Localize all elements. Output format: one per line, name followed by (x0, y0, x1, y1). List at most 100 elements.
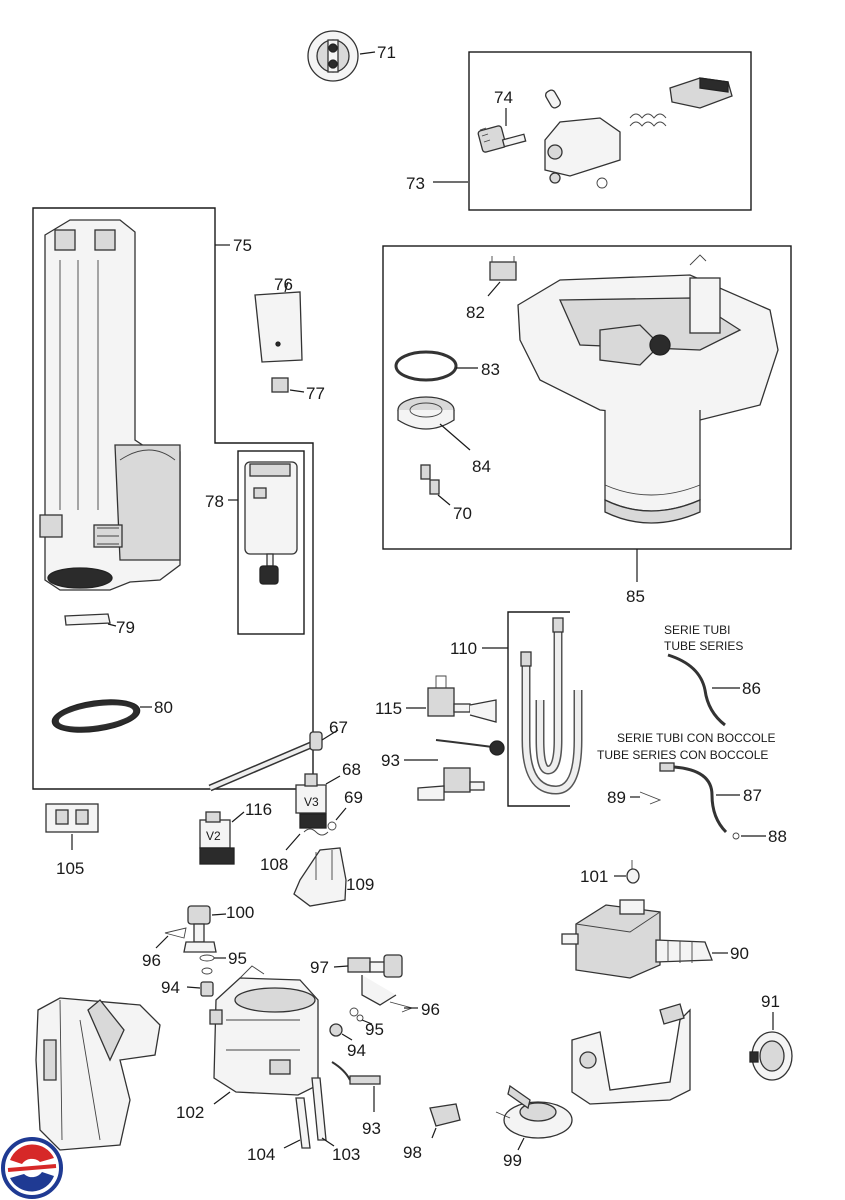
part-105-connector[interactable] (45, 803, 99, 850)
part-69-o-ring[interactable] (327, 807, 347, 831)
svg-text:V3: V3 (304, 795, 319, 809)
label-109: 109 (346, 875, 374, 894)
label-100: 100 (226, 903, 254, 922)
part-108-clip[interactable] (285, 828, 329, 851)
part-pump-bracket[interactable] (571, 1003, 691, 1105)
part-71-knob[interactable] (307, 30, 376, 82)
label-83: 83 (481, 360, 500, 379)
part-68-valve-v3[interactable]: V3 (295, 773, 341, 829)
label-115: 115 (375, 699, 402, 718)
part-104-rod[interactable] (283, 1097, 311, 1149)
label-93-lower: 93 (362, 1119, 381, 1138)
part-101-fuse[interactable] (614, 860, 640, 884)
group-box-73 (468, 51, 752, 211)
label-75: 75 (233, 236, 252, 255)
label-94-left: 94 (161, 978, 180, 997)
part-78-motor[interactable] (228, 461, 298, 585)
label-70: 70 (453, 504, 472, 523)
part-99-support[interactable] (495, 1084, 573, 1151)
part-79-seal[interactable] (64, 613, 117, 627)
group-box-85 (382, 245, 792, 550)
label-98: 98 (403, 1143, 422, 1162)
part-93-probe[interactable] (331, 1061, 381, 1112)
label-84: 84 (472, 457, 491, 476)
label-105: 105 (56, 859, 84, 878)
caption-tube-bush-it: SERIE TUBI CON BOCCOLE (617, 731, 775, 745)
part-77-clip[interactable] (271, 377, 305, 393)
part-90-pump[interactable] (561, 899, 728, 979)
label-79: 79 (116, 618, 135, 637)
part-73-lever[interactable] (433, 77, 733, 189)
part-70-screws[interactable] (420, 464, 451, 506)
part-84-filter-disc[interactable] (397, 396, 471, 451)
part-67-rod[interactable] (208, 729, 339, 792)
label-88: 88 (768, 827, 787, 846)
label-110: 110 (450, 639, 477, 658)
label-116: 116 (245, 800, 272, 819)
label-101: 101 (580, 867, 608, 886)
svg-text:V2: V2 (206, 829, 221, 843)
part-75-brew-unit[interactable] (39, 219, 181, 591)
label-104: 104 (247, 1145, 275, 1164)
group-box-75 (32, 207, 314, 790)
part-93-valve-upper[interactable] (404, 739, 505, 801)
label-77: 77 (306, 384, 325, 403)
label-76: 76 (274, 275, 293, 294)
part-97-valve[interactable] (333, 954, 403, 1006)
label-82: 82 (466, 303, 485, 322)
part-87-tube-with-bush[interactable] (659, 762, 740, 834)
label-74: 74 (494, 88, 513, 107)
label-91: 91 (761, 992, 780, 1011)
label-78: 78 (205, 492, 224, 511)
label-87: 87 (743, 786, 762, 805)
caption-tube-bush-en: TUBE SERIES CON BOCCOLE (597, 748, 768, 762)
part-96-clip-right[interactable] (389, 1001, 418, 1013)
label-95-right: 95 (365, 1020, 384, 1039)
part-98-connector[interactable] (429, 1103, 461, 1139)
part-76-gasket-plate[interactable] (254, 281, 303, 363)
part-115-valve[interactable] (406, 675, 497, 723)
part-95-o-ring-right[interactable] (349, 1007, 373, 1025)
part-83-o-ring[interactable] (394, 350, 478, 382)
part-103-rod[interactable] (311, 1077, 335, 1147)
label-67: 67 (329, 718, 348, 737)
part-82-microswitch[interactable] (487, 256, 517, 297)
part-116-valve-v2[interactable]: V2 (199, 811, 245, 865)
brand-logo (1, 1137, 63, 1199)
label-108: 108 (260, 855, 288, 874)
label-90: 90 (730, 944, 749, 963)
part-109-bracket[interactable] (293, 847, 347, 907)
label-93-upper: 93 (381, 751, 400, 770)
part-water-tank[interactable] (35, 997, 161, 1151)
part-102-boiler[interactable] (209, 965, 319, 1105)
part-88-washer[interactable] (732, 832, 766, 840)
part-86-tube[interactable] (667, 653, 740, 727)
label-97: 97 (310, 958, 329, 977)
label-68: 68 (342, 760, 361, 779)
label-71: 71 (377, 43, 396, 62)
label-85: 85 (626, 587, 645, 606)
label-80: 80 (154, 698, 173, 717)
label-69: 69 (344, 788, 363, 807)
group-box-78 (237, 450, 305, 635)
label-73: 73 (406, 174, 425, 193)
part-100-valve-body[interactable] (183, 905, 227, 953)
group-box-110 (507, 611, 570, 807)
part-96-clip-left[interactable] (155, 927, 187, 949)
part-110-tubes[interactable] (520, 617, 583, 795)
label-86: 86 (742, 679, 761, 698)
part-80-belt[interactable] (50, 695, 152, 737)
caption-tube-series-it: SERIE TUBI (664, 623, 730, 637)
part-94-bush-left[interactable] (186, 981, 214, 997)
part-95-o-ring-left[interactable] (199, 954, 226, 975)
caption-tube-series-en: TUBE SERIES (664, 639, 743, 653)
part-74-screw[interactable] (477, 108, 527, 153)
label-102: 102 (176, 1103, 204, 1122)
part-89-clip[interactable] (630, 791, 662, 805)
label-96-right: 96 (421, 1000, 440, 1019)
part-91-knob[interactable] (749, 1012, 793, 1081)
label-103: 103 (332, 1145, 360, 1164)
part-94-bush-right[interactable] (329, 1023, 353, 1041)
part-85-brew-group[interactable] (517, 254, 779, 524)
